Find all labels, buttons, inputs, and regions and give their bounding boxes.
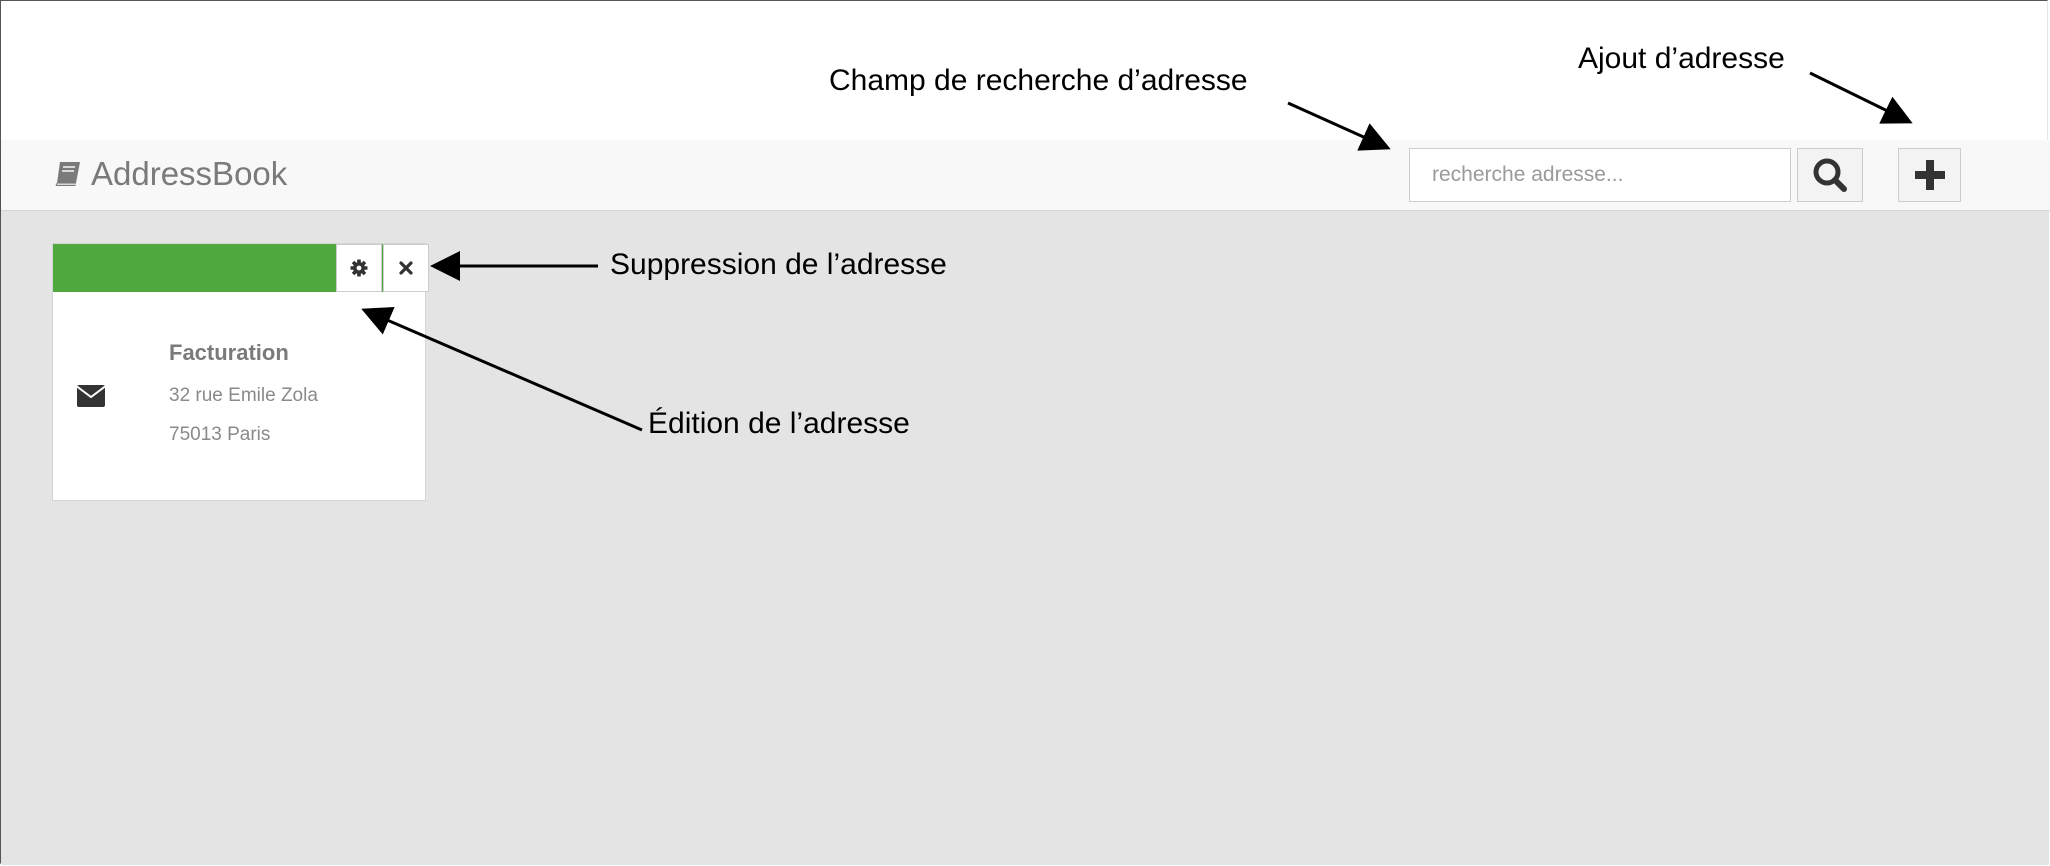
annotation-edit-address: Édition de l’adresse bbox=[648, 407, 910, 440]
annotation-delete-address: Suppression de l’adresse bbox=[610, 248, 947, 281]
address-street: 32 rue Emile Zola bbox=[169, 385, 318, 406]
address-card: Facturation 32 rue Emile Zola 75013 Pari… bbox=[52, 243, 429, 501]
plus-icon bbox=[1914, 160, 1945, 190]
close-icon bbox=[399, 261, 413, 275]
navbar: AddressBook bbox=[1, 140, 2049, 211]
edit-address-button[interactable] bbox=[336, 244, 382, 292]
search-button[interactable] bbox=[1797, 148, 1863, 202]
app-title: AddressBook bbox=[91, 155, 288, 192]
gear-icon bbox=[350, 259, 368, 277]
address-city: 75013 Paris bbox=[169, 424, 271, 445]
delete-address-button[interactable] bbox=[383, 244, 429, 292]
search-input[interactable] bbox=[1409, 148, 1791, 202]
envelope-icon bbox=[77, 385, 105, 407]
annotation-add-address: Ajout d’adresse bbox=[1578, 42, 1785, 75]
add-address-button[interactable] bbox=[1898, 148, 1961, 202]
search-icon bbox=[1813, 158, 1847, 192]
book-icon bbox=[55, 162, 80, 186]
address-title: Facturation bbox=[169, 340, 289, 365]
brand[interactable]: AddressBook bbox=[53, 154, 287, 194]
annotation-search-field: Champ de recherche d’adresse bbox=[829, 64, 1248, 97]
